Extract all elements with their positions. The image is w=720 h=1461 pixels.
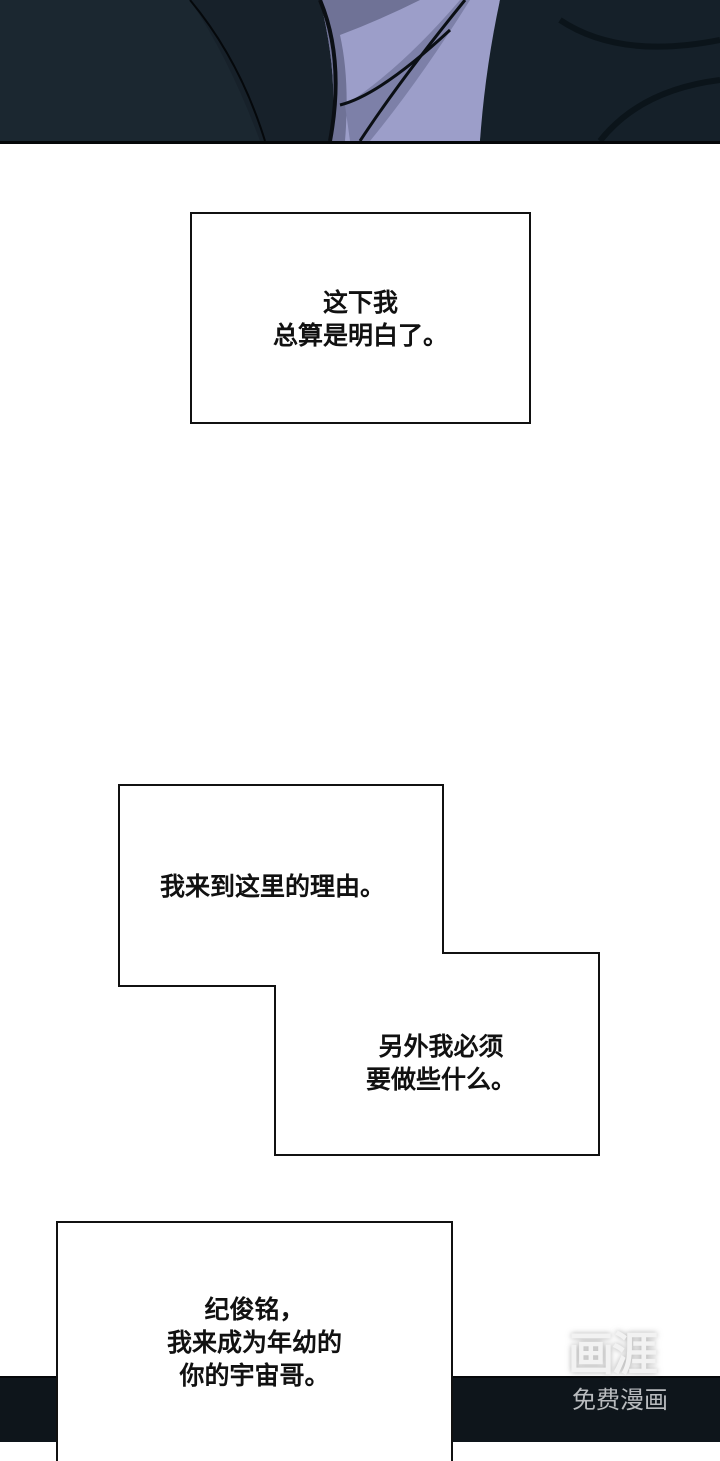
watermark-subtitle: 免费漫画	[572, 1386, 668, 1414]
top-comic-panel	[0, 0, 720, 144]
caption-2a-text: 我来到这里的理由。	[160, 870, 385, 903]
caption-box-1: 这下我 总算是明白了。	[190, 212, 531, 424]
caption-text: 要做些什么。	[365, 1065, 516, 1094]
illustration-art	[0, 0, 720, 141]
caption-box-3: 纪俊铭， 我来成为年幼的 你的宇宙哥。	[56, 1221, 453, 1461]
watermark: 画涯 免费漫画	[560, 1318, 690, 1433]
caption-text: 纪俊铭，	[204, 1295, 305, 1324]
caption-text: 我来成为年幼的	[166, 1328, 342, 1357]
caption-text: 你的宇宙哥。	[179, 1361, 330, 1390]
caption-2b-text: 另外我必须 要做些什么。	[356, 1030, 526, 1096]
caption-text: 另外我必须	[378, 1032, 504, 1061]
caption-text: 这下我	[322, 288, 398, 317]
caption-text: 我来到这里的理由。	[160, 872, 386, 901]
watermark-logo: 画涯	[568, 1327, 658, 1381]
caption-text: 总算是明白了。	[272, 321, 448, 350]
